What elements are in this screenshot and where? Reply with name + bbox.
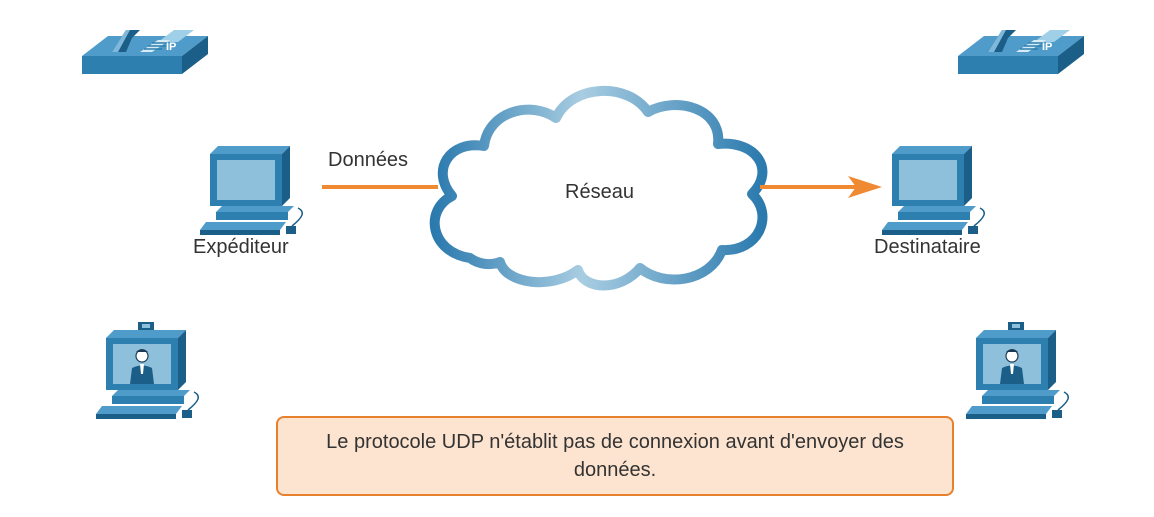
info-note-text: Le protocole UDP n'établit pas de connex… xyxy=(326,431,904,481)
ip-phone-right-icon: IP xyxy=(957,29,1085,75)
network-cloud-icon xyxy=(429,86,768,291)
ip-phone-left-icon: IP xyxy=(81,29,209,75)
info-note: Le protocole UDP n'établit pas de connex… xyxy=(276,416,954,496)
ip-badge-right: IP xyxy=(1042,41,1052,53)
sender-computer-icon xyxy=(199,145,304,236)
data-arrow xyxy=(760,176,882,198)
video-terminal-left-icon xyxy=(95,321,200,420)
network-label: Réseau xyxy=(565,181,634,203)
ip-badge-left: IP xyxy=(166,41,176,53)
data-label: Données xyxy=(328,149,409,171)
sender-label: Expéditeur xyxy=(193,236,289,258)
receiver-computer-icon xyxy=(881,145,986,236)
receiver-label: Destinataire xyxy=(874,236,981,258)
video-terminal-right-icon xyxy=(965,321,1070,420)
